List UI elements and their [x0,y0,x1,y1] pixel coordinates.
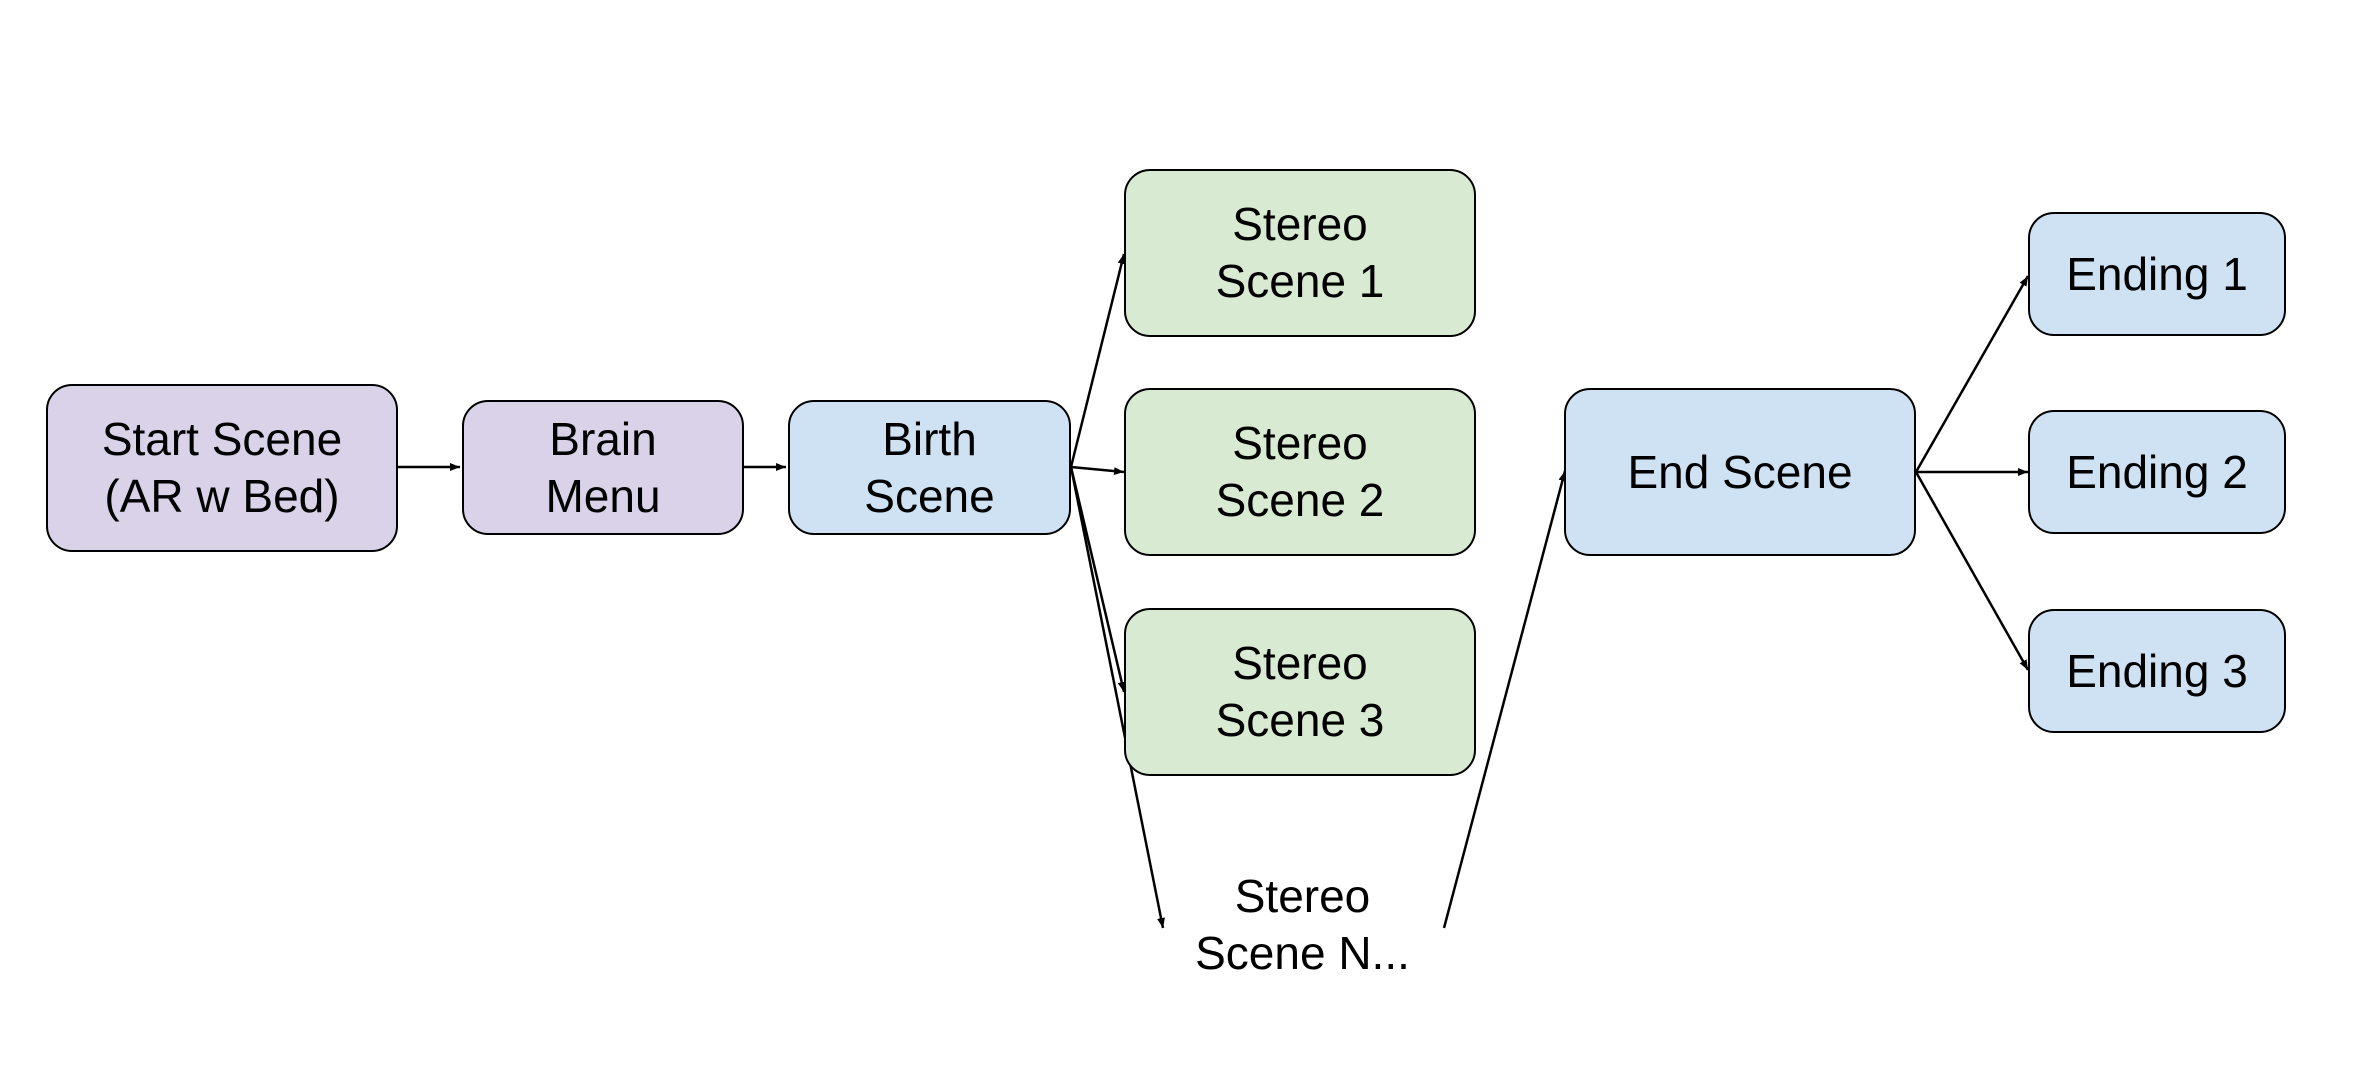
node-brain-menu-line-2: Menu [545,469,661,522]
node-birth-scene: Birth Scene [788,400,1071,535]
node-ending-3: Ending 3 [2028,609,2286,733]
node-start-scene: Start Scene (AR w Bed) [46,384,398,552]
node-ending-3-label: Ending 3 [2066,644,2248,697]
node-stereo-scene-1-line-1: Stereo [1232,198,1368,250]
node-ending-1: Ending 1 [2028,212,2286,336]
node-end-scene-label: End Scene [1627,445,1853,498]
node-stereo-scene-n-line-1: Stereo [1234,870,1371,922]
node-stereo-scene-2-line-2: Scene 2 [1215,474,1385,526]
node-birth-scene-line-1: Birth [882,412,977,465]
node-stereo-scene-2-line-1: Stereo [1232,417,1368,469]
node-stereo-scene-3-line-1: Stereo [1232,637,1368,689]
node-start-scene-line-1: Start Scene [101,413,343,465]
edge-birth-to-stereoN [1069,466,1165,929]
node-stereo-scene-3-line-2: Scene 3 [1215,694,1385,746]
node-stereo-scene-2: Stereo Scene 2 [1124,388,1476,556]
edge-birth-to-stereo3 [1069,466,1126,693]
node-ending-1-label: Ending 1 [2066,247,2248,300]
node-start-scene-line-2: (AR w Bed) [104,470,340,522]
node-birth-scene-line-2: Scene [864,469,995,522]
edge-end-to-ending3 [1914,471,2030,671]
node-stereo-scene-1-line-2: Scene 1 [1215,255,1385,307]
node-stereo-scene-1: Stereo Scene 1 [1124,169,1476,337]
node-stereo-scene-n-line-2: Scene N... [1195,927,1410,979]
edge-birth-to-stereo1 [1069,253,1126,468]
node-end-scene: End Scene [1564,388,1916,556]
edge-birth-to-stereo2 [1070,465,1125,476]
node-brain-menu: Brain Menu [462,400,744,535]
node-stereo-scene-3: Stereo Scene 3 [1124,608,1476,776]
node-brain-menu-line-1: Brain [549,412,657,465]
node-stereo-scene-n: Stereo Scene N... [1150,865,1455,985]
node-ending-2-label: Ending 2 [2066,445,2248,498]
edge-end-to-ending1 [1914,275,2030,473]
node-ending-2: Ending 2 [2028,410,2286,534]
edge-stereoN-to-end [1442,470,1567,929]
